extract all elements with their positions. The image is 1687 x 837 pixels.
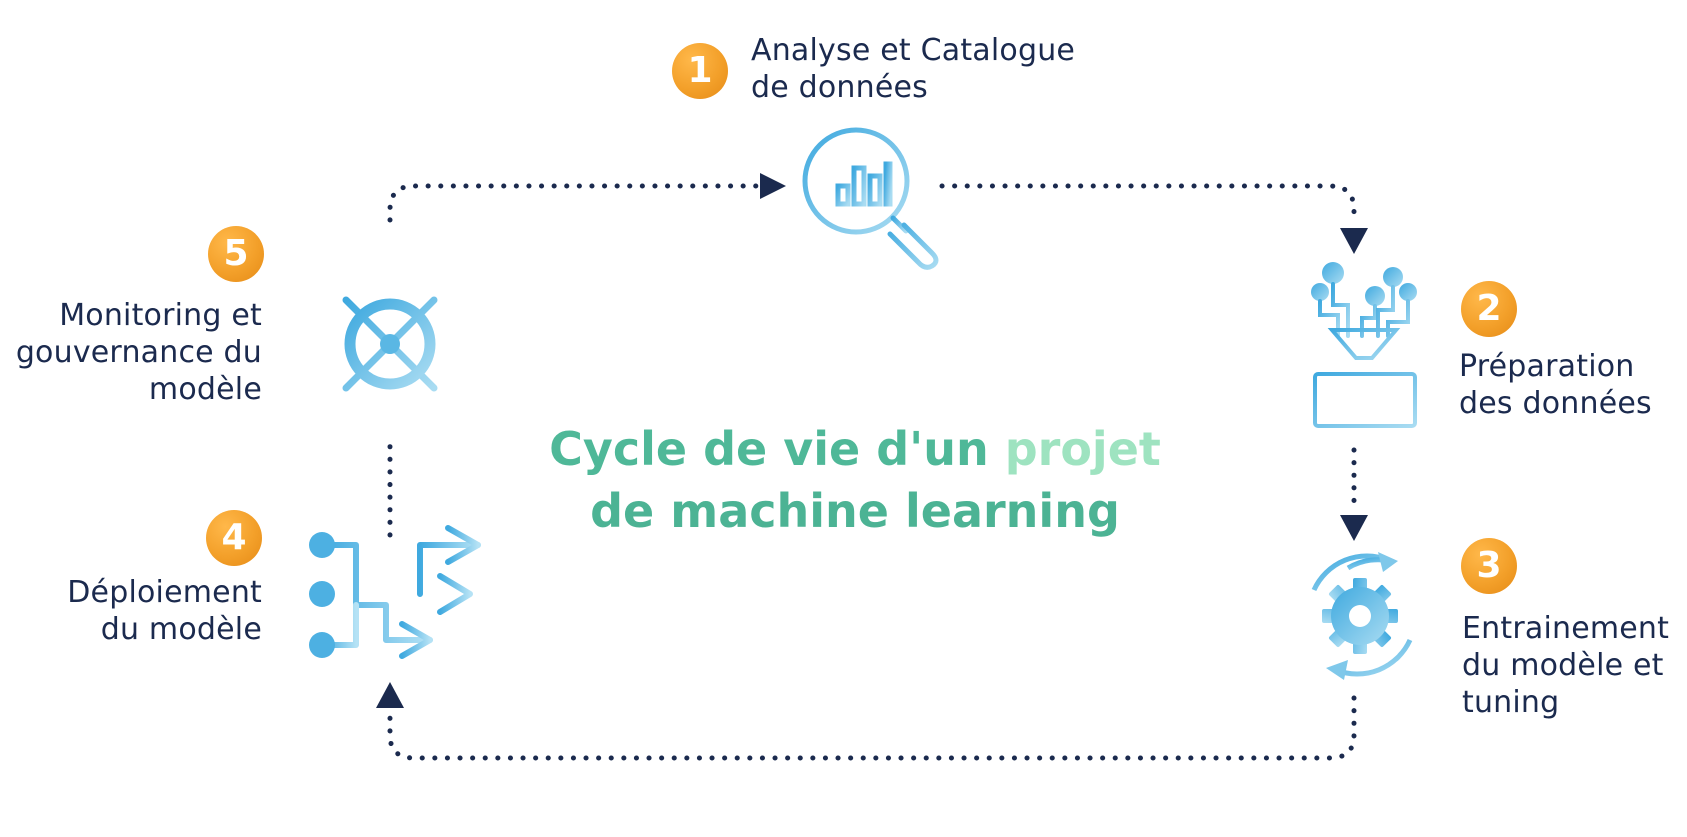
diagram-title: Cycle de vie d'un projet de machine lear… [520, 418, 1190, 542]
step-1-label: Analyse et Catalogue de données [751, 32, 1075, 106]
step-2-badge: 2 [1461, 281, 1517, 337]
title-line-1: Cycle de vie d'un projet [520, 418, 1190, 480]
connector-5-to-1 [387, 183, 765, 223]
step-5-label: Monitoring et gouvernance du modèle [0, 297, 262, 408]
step-4-label: Déploiement du modèle [0, 574, 262, 648]
cycle-connector [387, 183, 1357, 761]
ship-wheel-icon [324, 278, 456, 410]
step-3-badge: 3 [1461, 538, 1517, 594]
title-line-1-main: Cycle de vie d'un [549, 422, 1005, 476]
connector-arrowheads [376, 173, 1368, 708]
step-5-label-line-3: modèle [148, 372, 262, 407]
deployment-arrows-icon [309, 525, 481, 659]
connector-3-to-4 [387, 695, 1357, 761]
step-5-label-line-2: gouvernance du [15, 335, 262, 370]
step-1-badge: 1 [672, 43, 728, 99]
step-2-label-line-1: Préparation [1459, 349, 1635, 384]
arrowhead-to-1 [760, 173, 786, 199]
step-5-badge: 5 [208, 226, 264, 282]
data-funnel-icon [1311, 262, 1417, 428]
title-line-1-highlight: projet [1004, 422, 1161, 476]
arrowhead-to-3 [1340, 515, 1368, 541]
step-4-badge: 4 [206, 510, 262, 566]
title-line-2: de machine learning [590, 484, 1120, 538]
step-3-label-line-2: du modèle et [1462, 648, 1664, 683]
step-2-label-line-2: des données [1459, 386, 1652, 421]
step-2-label: Préparation des données [1459, 348, 1652, 422]
step-5-label-line-1: Monitoring et [59, 298, 262, 333]
arrowhead-to-2 [1340, 228, 1368, 254]
step-4-label-line-2: du modèle [100, 612, 262, 647]
step-1-label-line-2: de données [751, 70, 929, 105]
magnifier-chart-icon [802, 127, 939, 270]
connector-1-to-2 [939, 183, 1357, 225]
arrowhead-to-4 [376, 682, 404, 708]
gear-cycle-icon [1311, 552, 1413, 680]
step-3-label: Entrainement du modèle et tuning [1462, 610, 1669, 721]
step-1-label-line-1: Analyse et Catalogue [751, 33, 1076, 68]
step-3-label-line-1: Entrainement [1462, 611, 1670, 646]
step-4-label-line-1: Déploiement [67, 575, 262, 610]
step-3-label-line-3: tuning [1462, 685, 1560, 720]
